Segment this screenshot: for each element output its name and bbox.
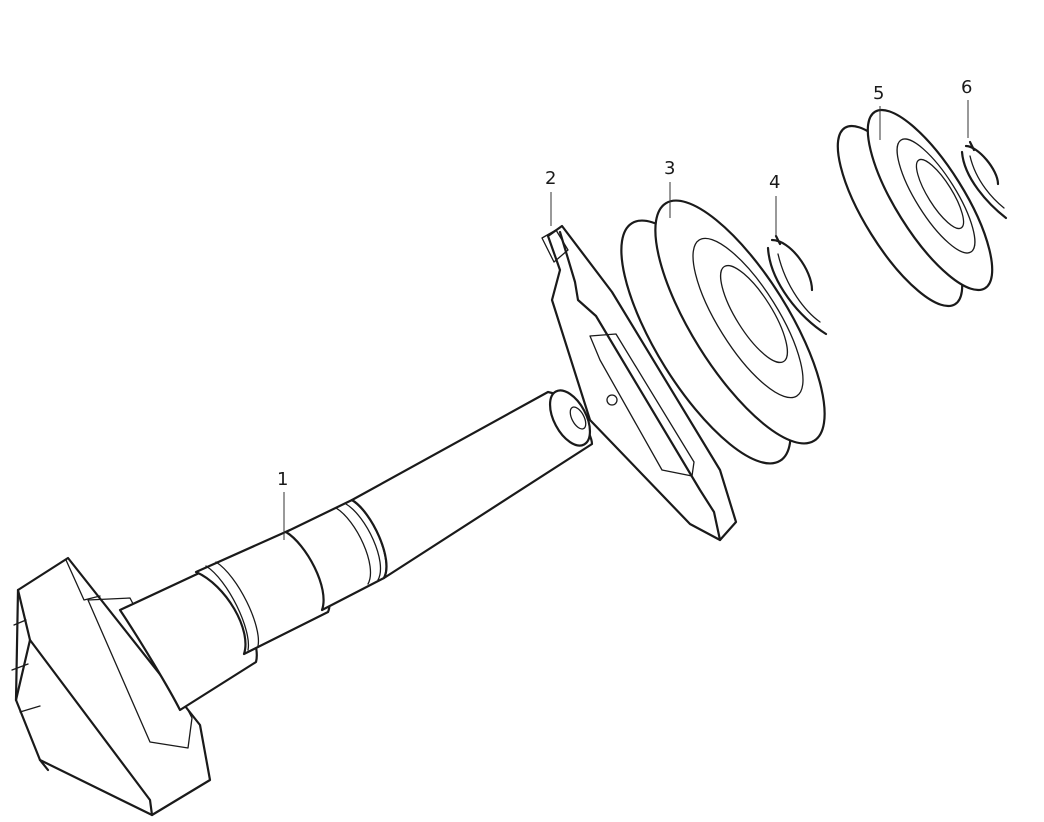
shaft-base-flange-step — [11, 559, 101, 713]
shaft-groove-2 — [335, 503, 382, 585]
flange-plate-bolt-hole — [606, 394, 618, 406]
shaft-base-inner-pocket — [87, 597, 193, 749]
part-label-4: 4 — [769, 172, 781, 193]
leader-lines — [283, 100, 969, 540]
part-label-1: 1 — [277, 469, 289, 490]
retaining-ring-4 — [766, 234, 828, 336]
bearing-3-inner-race — [692, 237, 804, 399]
part-label-6: 6 — [961, 77, 973, 98]
part-label-2: 2 — [545, 168, 557, 189]
part-2-flange-plate — [541, 224, 738, 542]
part-5-bearing — [836, 108, 994, 308]
shaft-pin-end — [548, 389, 592, 447]
part-label-3: 3 — [664, 158, 676, 179]
flange-plate-tab — [541, 229, 569, 263]
flange-plate-edge — [558, 230, 722, 542]
bearing-5-bore — [915, 158, 965, 230]
retaining-ring-6-inner — [969, 155, 1005, 209]
shaft-base-flange — [14, 556, 212, 817]
part-1-shaft — [11, 389, 594, 817]
shaft-base-side — [14, 638, 50, 772]
bearing-3-bore — [719, 264, 789, 364]
bearing-3-front-face — [654, 199, 826, 445]
flange-plate-window — [589, 333, 695, 477]
part-6-retaining-ring — [960, 140, 1008, 220]
shaft-base-flange-face — [16, 588, 154, 817]
bearing-5-inner-race — [896, 138, 976, 254]
part-3-bearing — [620, 199, 826, 465]
part-4-retaining-ring — [766, 234, 828, 336]
retaining-ring-4-inner — [777, 253, 821, 323]
shaft-pin-end-hole — [569, 406, 587, 430]
part-label-5: 5 — [873, 83, 885, 104]
shaft-groove-1 — [205, 561, 260, 651]
retaining-ring-6 — [960, 140, 1008, 220]
